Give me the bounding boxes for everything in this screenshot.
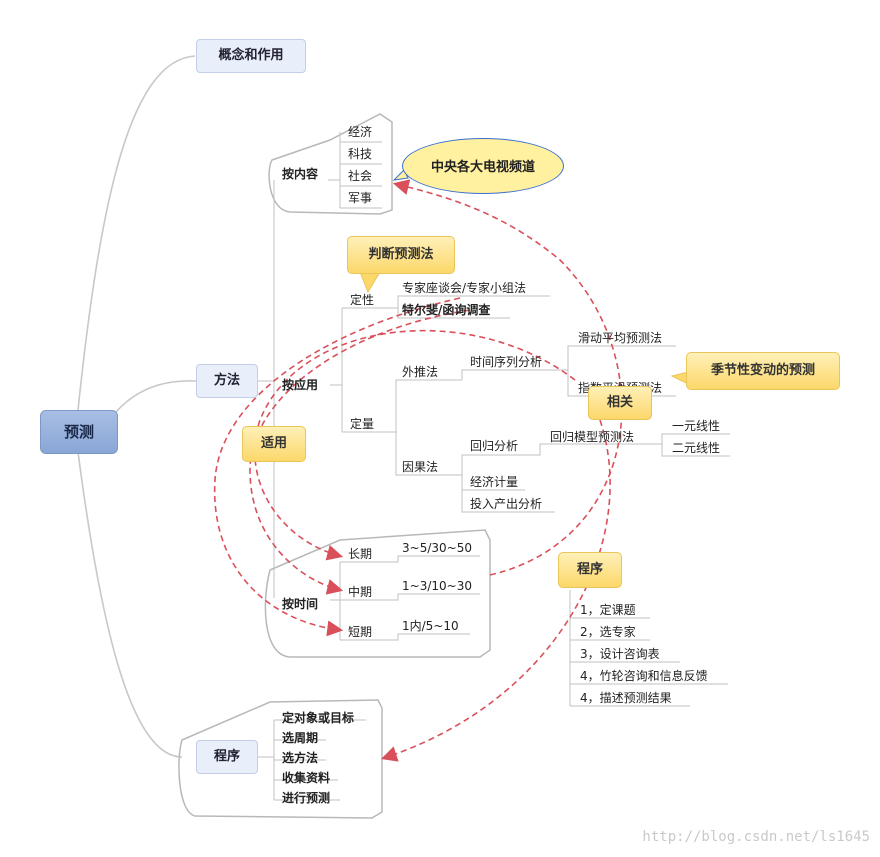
root-node[interactable]: 预测 [40,410,118,454]
qualitative-label[interactable]: 定性 [350,293,375,307]
long-term-label[interactable]: 长期 [348,547,373,561]
main-step-5[interactable]: 进行预测 [282,791,331,805]
io-analysis-label[interactable]: 投入产出分析 [470,497,543,511]
procedure-step-3[interactable]: 3，设计咨询表 [580,647,660,661]
cctv-callout[interactable]: 中央各大电视频道 [402,138,564,194]
regression-model-label[interactable]: 回归模型预测法 [550,430,635,444]
applicable-callout[interactable]: 适用 [242,426,306,462]
procedure-step-5[interactable]: 4，描述预测结果 [580,691,672,705]
moving-average-label[interactable]: 滑动平均预测法 [578,331,663,345]
procedure-step-2[interactable]: 2，选专家 [580,625,636,639]
delphi-item[interactable]: 特尔斐/函询调查 [402,303,491,317]
short-term-value[interactable]: 1内/5~10 [402,619,459,633]
content-item-military[interactable]: 军事 [348,191,373,205]
expert-panel-item[interactable]: 专家座谈会/专家小组法 [402,281,527,295]
main-step-2[interactable]: 选周期 [282,731,319,745]
procedure-step-1[interactable]: 1，定课题 [580,603,636,617]
cctv-callout-label: 中央各大电视频道 [430,160,535,175]
linear-2-label[interactable]: 二元线性 [672,441,721,455]
linear-1-label[interactable]: 一元线性 [672,419,721,433]
by-application-label[interactable]: 按应用 [282,378,319,392]
main-step-4[interactable]: 收集资料 [282,771,331,785]
judgment-callout[interactable]: 判断预测法 [347,236,455,274]
content-item-economy[interactable]: 经济 [348,125,373,139]
procedure-callout[interactable]: 程序 [558,552,622,588]
mid-term-value[interactable]: 1~3/10~30 [402,579,472,593]
method-node[interactable]: 方法 [196,364,258,398]
procedure-node[interactable]: 程序 [196,740,258,774]
regression-label[interactable]: 回归分析 [470,439,519,453]
procedure-step-4[interactable]: 4，竹轮咨询和信息反馈 [580,669,708,683]
mid-term-label[interactable]: 中期 [348,585,373,599]
causal-label[interactable]: 因果法 [402,460,439,474]
main-step-3[interactable]: 选方法 [282,751,319,765]
econometrics-label[interactable]: 经济计量 [470,475,519,489]
long-term-value[interactable]: 3~5/30~50 [402,541,472,555]
by-time-label[interactable]: 按时间 [282,597,319,611]
watermark: http://blog.csdn.net/ls1645 [642,829,870,845]
main-step-1[interactable]: 定对象或目标 [282,711,355,725]
content-item-tech[interactable]: 科技 [348,147,373,161]
short-term-label[interactable]: 短期 [348,625,373,639]
quantitative-label[interactable]: 定量 [350,417,375,431]
concept-node[interactable]: 概念和作用 [196,39,306,73]
time-series-label[interactable]: 时间序列分析 [470,355,543,369]
related-callout[interactable]: 相关 [588,386,652,420]
content-item-society[interactable]: 社会 [348,169,373,183]
by-content-label[interactable]: 按内容 [282,167,319,181]
seasonal-callout[interactable]: 季节性变动的预测 [686,352,840,390]
extrapolation-label[interactable]: 外推法 [402,365,439,379]
